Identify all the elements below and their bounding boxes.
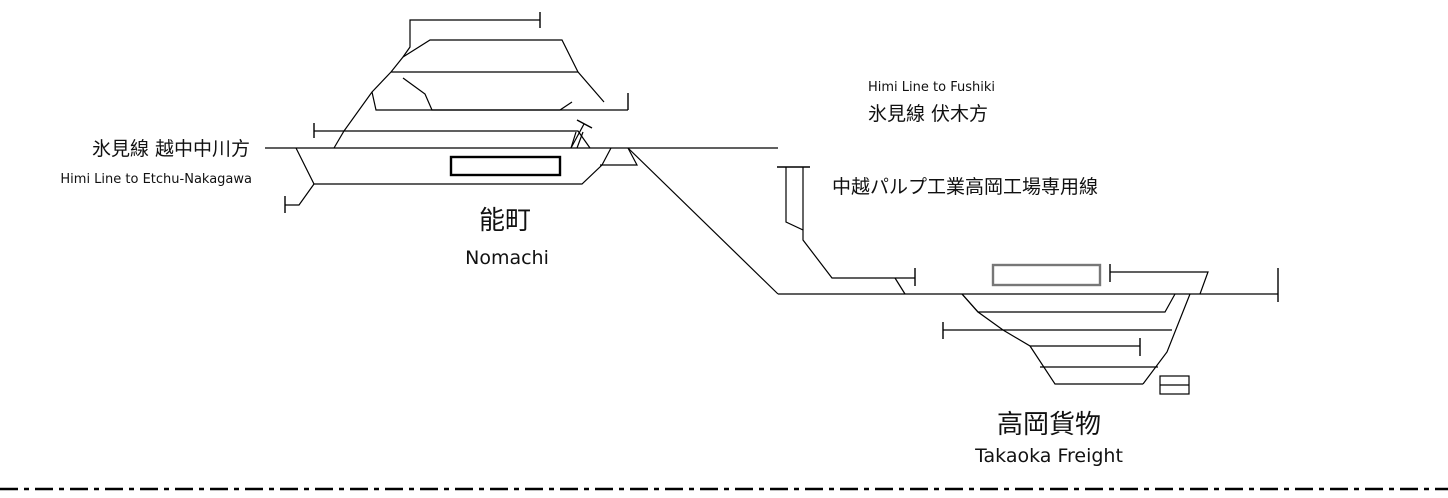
east-line-label-en: Himi Line to Fushiki [868,80,995,95]
short-spur [570,123,585,149]
nomachi-name-en: Nomachi [465,247,549,269]
fan-track-3 [391,71,605,103]
freight-track-1 [961,293,1176,313]
pulp-siding [777,166,916,295]
upper-fan-spine [343,19,540,132]
upper-fan-ladder [333,130,591,149]
pulp-siding-track-a [785,167,895,279]
crossover [570,131,584,149]
fan-track-4 [402,77,573,111]
takaoka-freight-name-en: Takaoka Freight [974,445,1123,467]
fan-track-5 [371,91,628,111]
freight-siding-north [1110,271,1209,295]
freight-platform [991,263,1102,287]
pulp-siding-label: 中越パルプ工業高岡工場専用線 [832,176,1098,198]
freight-ladder-west [961,293,1143,385]
takaoka-freight-yard [778,263,1279,395]
east-wye [600,147,638,166]
west-line-label-en: Himi Line to Etchu-Nakagawa [60,172,252,187]
east-line-label-jp: 氷見線 伏木方 [868,103,988,125]
connecting-line [627,147,779,295]
nomachi-loop-track [295,147,612,185]
short-spur-buffer [576,119,593,129]
nomachi-platform [449,155,562,177]
takaoka-freight-name-jp: 高岡貨物 [997,410,1101,440]
nomachi-name-jp: 能町 [479,206,531,236]
freight-ladder-east [1142,293,1191,385]
fan-track-2 [402,39,579,73]
nomachi-yard [265,12,778,213]
nomachi-west-spur [285,183,315,206]
west-line-label-jp: 氷見線 越中中川方 [92,138,250,160]
pulp-siding-junction [894,277,906,295]
